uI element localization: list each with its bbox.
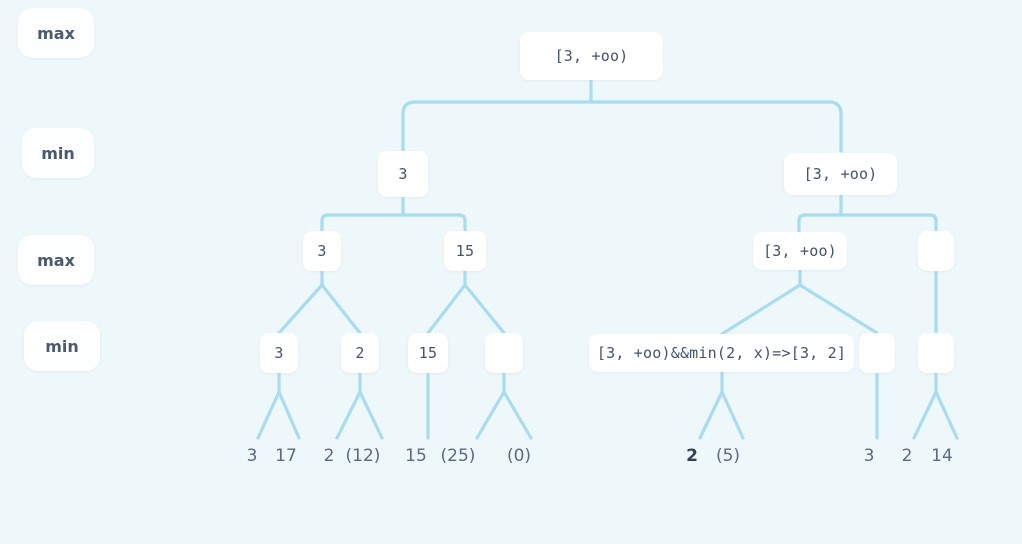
- tree-edge-bus: [401, 100, 843, 153]
- tree-edge: [475, 390, 506, 440]
- leaf-6: (25): [440, 446, 476, 466]
- tree-edge: [335, 390, 362, 440]
- leaf-4: (12): [345, 446, 381, 466]
- tree-edge: [798, 283, 879, 335]
- leaf-9: (5): [715, 446, 741, 466]
- node-max-a[interactable]: 3: [303, 231, 341, 271]
- node-max-c[interactable]: [3, +oo): [753, 232, 847, 270]
- node-min-b[interactable]: 2: [341, 333, 379, 373]
- leaf-5: 15: [405, 446, 427, 466]
- node-min-right[interactable]: [3, +oo): [784, 153, 897, 195]
- tree-edge: [256, 390, 281, 440]
- leaf-7: (0): [506, 446, 532, 466]
- tree-edge: [720, 390, 745, 440]
- leaf-2: 17: [275, 446, 297, 466]
- tree-edge: [934, 390, 959, 440]
- tree-edge: [426, 283, 467, 335]
- level-label-min-3: min: [24, 321, 100, 371]
- level-label-max-0: max: [18, 8, 94, 58]
- node-min-c[interactable]: 15: [408, 333, 448, 373]
- tree-edge: [912, 390, 938, 440]
- node-root[interactable]: [3, +oo): [520, 32, 663, 80]
- node-min-a[interactable]: 3: [260, 333, 298, 373]
- level-label-min-1: min: [22, 128, 94, 178]
- tree-edge: [358, 390, 384, 440]
- node-min-d[interactable]: [485, 333, 523, 373]
- level-label-max-2: max: [18, 235, 94, 285]
- tree-edge: [277, 283, 324, 335]
- tree-edge: [320, 283, 362, 335]
- leaf-8: 2: [686, 446, 698, 466]
- node-max-d[interactable]: [918, 231, 954, 271]
- tree-edge: [277, 390, 301, 440]
- leaf-3: 2: [323, 446, 335, 466]
- node-min-f[interactable]: [859, 333, 895, 373]
- node-min-left[interactable]: 3: [378, 151, 428, 197]
- tree-edge-bus: [320, 213, 467, 233]
- node-min-g[interactable]: [918, 333, 954, 373]
- leaf-11: 2: [901, 446, 913, 466]
- leaf-1: 3: [246, 446, 258, 466]
- tree-edge: [502, 390, 533, 440]
- leaf-12: 14: [931, 446, 953, 466]
- tree-edge: [463, 283, 506, 335]
- node-min-e[interactable]: [3, +oo)&&min(2, x)=>[3, 2]: [589, 334, 854, 372]
- node-max-b[interactable]: 15: [444, 231, 486, 271]
- tree-edge-bus: [797, 213, 938, 233]
- tree-edge: [720, 283, 802, 336]
- leaf-10: 3: [863, 446, 875, 466]
- tree-edge: [698, 390, 724, 440]
